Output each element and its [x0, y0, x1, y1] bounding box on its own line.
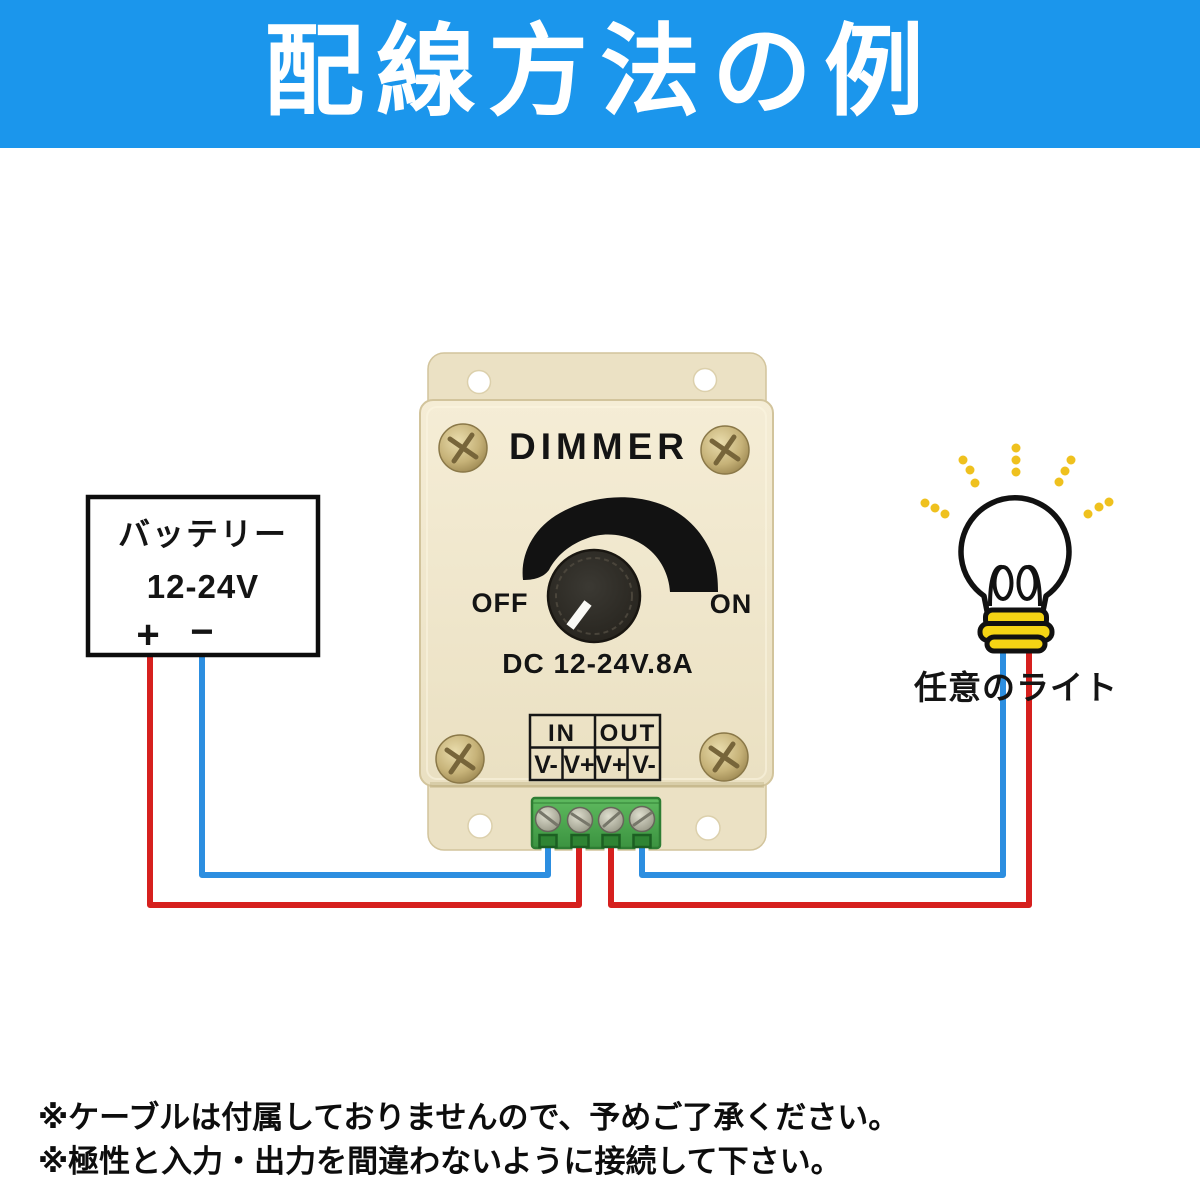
out-label: OUT [600, 720, 657, 747]
battery-label: バッテリー [118, 516, 288, 552]
mounting-hole-top-left [466, 369, 492, 395]
screw-slot [447, 432, 479, 464]
light-bulb: 任意のライト [914, 443, 1118, 706]
terminal-cell-label: V- [632, 751, 656, 779]
battery-outline [85, 494, 321, 658]
bulb-filament [988, 565, 1042, 607]
terminal-port [601, 833, 621, 849]
terminal-port [570, 833, 590, 849]
off-label: OFF [472, 588, 529, 618]
terminal-block-body [530, 796, 662, 850]
dimmer-device: DIMMER OFF ON DC 12-24V.8A IN [419, 352, 774, 851]
sparkle-dot [965, 465, 975, 475]
knob-knurl [555, 557, 633, 635]
page-title: 配線方法の例 [264, 16, 936, 128]
screw-slot [444, 743, 476, 775]
base-band [984, 634, 1048, 654]
screw-icon-top-left [438, 423, 488, 473]
sparkle-dot [1104, 497, 1114, 507]
sparkle-dot [1094, 502, 1104, 512]
terminal-table [528, 713, 662, 782]
in-label: IN [548, 720, 576, 747]
terminal-cell-label: V- [534, 751, 558, 779]
filament-loop [992, 565, 1014, 601]
sparkle-dot [930, 503, 940, 513]
terminal-block [530, 796, 662, 850]
wire-battery-positive [147, 655, 582, 908]
knob-body [546, 548, 642, 644]
sparkle-dot [1060, 466, 1070, 476]
screw-icon-top-right [700, 425, 750, 475]
sparkle-dot [1066, 455, 1076, 465]
sparkle-dot [970, 478, 980, 488]
dial-arc [522, 497, 718, 592]
terminal-cell-label: V+ [595, 751, 626, 779]
wire-battery-negative [199, 655, 551, 878]
note-line: ※極性と入力・出力を間違わないように接続して下さい。 [38, 1144, 842, 1179]
wire-output-negative [639, 648, 1006, 878]
screw-slot [709, 434, 741, 466]
mounting-hole-bottom-right [695, 815, 721, 841]
minus-symbol: − [190, 610, 213, 654]
header-banner: 配線方法の例 [0, 0, 1200, 148]
filament-loop [1016, 565, 1038, 601]
bulb-base [977, 607, 1055, 654]
screw-slot [708, 741, 740, 773]
on-label: ON [710, 589, 753, 619]
knob-indicator [566, 600, 592, 630]
battery-voltage: 12-24V [147, 568, 259, 605]
screw-icon-bottom-left [435, 734, 485, 784]
sparkle-dot [920, 498, 930, 508]
light-label: 任意のライト [914, 669, 1118, 706]
sparkle-dot [1054, 477, 1064, 487]
sparkle-dot [1011, 455, 1021, 465]
mounting-hole-top-right [692, 367, 718, 393]
terminal-port [632, 833, 652, 849]
sparkle-dot [1011, 443, 1021, 453]
mounting-hole-bottom-left [467, 813, 493, 839]
terminal-ports [538, 833, 652, 849]
bulb-glass [958, 495, 1072, 619]
screw-icon-bottom-right [699, 732, 749, 782]
dimmer-knob[interactable] [546, 548, 642, 644]
terminal-port [538, 833, 558, 849]
note-line: ※ケーブルは付属しておりませんので、予めご了承ください。 [38, 1100, 900, 1135]
terminal-screw-slots [538, 810, 653, 828]
dimmer-body-shadow [430, 782, 764, 788]
footer-notes: ※ケーブルは付属しておりませんので、予めご了承ください。 ※極性と入力・出力を間… [38, 1096, 1178, 1184]
sparkle-dot [958, 455, 968, 465]
wires [143, 648, 1036, 912]
plus-symbol: + [136, 613, 159, 657]
sparkle-rays [920, 443, 1114, 519]
sparkle-dot [1011, 467, 1021, 477]
sparkle-dot [940, 509, 950, 519]
battery-box: バッテリー 12-24V + − [85, 494, 321, 658]
sparkle-dot [1083, 509, 1093, 519]
dimmer-title: DIMMER [509, 426, 689, 467]
rating-label: DC 12-24V.8A [502, 648, 694, 679]
terminal-cell-label: V+ [563, 751, 594, 779]
wire-output-positive [608, 648, 1032, 908]
